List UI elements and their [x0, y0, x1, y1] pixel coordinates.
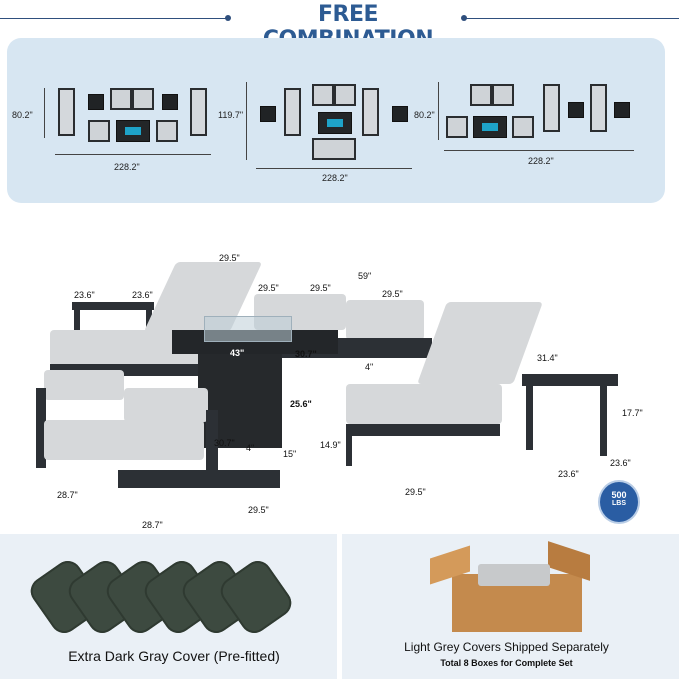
- side-table-module: [568, 102, 584, 118]
- dim-side-table-right-b: 23.6": [610, 458, 631, 468]
- dim-lounger-seat-height: 14.9": [320, 440, 341, 450]
- chair-module: [512, 116, 534, 138]
- dim-chair-height: 30.7": [214, 438, 235, 448]
- combo-1-width: 228.2": [114, 162, 140, 172]
- fire-table-module: [116, 120, 150, 142]
- right-side-table-leg: [600, 386, 607, 456]
- dim-chair-leg: 4": [246, 443, 255, 453]
- sofa-seat-module: [470, 84, 492, 106]
- combo-1-width-rule: [55, 154, 211, 155]
- header-dot-left: [225, 15, 231, 21]
- dim-fire-table-width: 30.7": [295, 349, 317, 359]
- chair-module: [156, 120, 178, 142]
- right-side-table-leg: [526, 386, 533, 450]
- side-table-module: [392, 106, 408, 122]
- dim-lounger-right-width: 29.5": [405, 487, 426, 497]
- combo-1-height: 80.2": [12, 110, 33, 120]
- chair-seat: [44, 420, 204, 460]
- weight-capacity-value: 500: [611, 490, 627, 500]
- combo-1-height-rule: [44, 88, 45, 138]
- chair-right-arm: [206, 410, 218, 488]
- left-side-table-leg: [74, 308, 80, 342]
- sofa-back-cushion-right: [346, 300, 424, 340]
- left-side-table: [72, 302, 154, 310]
- right-lounger-frame: [346, 424, 500, 436]
- shipping-caption: Light Grey Covers Shipped Separately: [404, 640, 609, 654]
- combo-3-height-rule: [438, 82, 439, 140]
- side-table-module: [614, 102, 630, 118]
- cover-caption: Extra Dark Gray Cover (Pre-fitted): [68, 648, 280, 664]
- fire-table-module: [318, 112, 352, 134]
- dim-side-table-left-a: 23.6": [74, 290, 95, 300]
- chair-frame-front: [118, 470, 280, 488]
- side-table-module: [162, 94, 178, 110]
- lounger-module: [543, 84, 560, 132]
- fire-table-module: [473, 116, 507, 138]
- lounger-module: [284, 88, 301, 136]
- weight-capacity-unit: LBS: [612, 500, 626, 507]
- dim-fire-table-depth: 43": [230, 348, 245, 358]
- weight-capacity-badge: 500 LBS: [598, 480, 640, 524]
- combo-2-height-rule: [246, 82, 247, 160]
- header-rule-left: [0, 18, 228, 19]
- chair-module: [312, 138, 356, 160]
- right-lounger-back: [417, 302, 543, 384]
- lounger-module: [58, 88, 75, 136]
- dim-chair-width-a: 28.7": [57, 490, 78, 500]
- right-lounger-cushion: [346, 384, 502, 424]
- dim-side-table-left-b: 23.6": [132, 290, 153, 300]
- chair-module: [88, 120, 110, 142]
- combo-3-width-rule: [444, 150, 634, 151]
- combo-2-width-rule: [256, 168, 412, 169]
- sofa-seat-module: [312, 84, 334, 106]
- dim-sofa-seat-b: 29.5": [382, 289, 403, 299]
- chair-module: [446, 116, 468, 138]
- dim-lounger-left-width: 29.5": [219, 253, 240, 263]
- right-lounger-leg: [346, 436, 352, 466]
- side-table-module: [260, 106, 276, 122]
- chair-right-back: [124, 388, 208, 422]
- sofa-seat-module: [492, 84, 514, 106]
- dim-sofa-depth: 29.5": [258, 283, 279, 293]
- combo-2-width: 228.2": [322, 173, 348, 183]
- dim-side-table-right-h: 17.7": [622, 408, 643, 418]
- lounger-module: [590, 84, 607, 132]
- fire-table-glass-guard: [204, 316, 292, 342]
- dim-fire-table-height: 25.6": [290, 399, 312, 409]
- lounger-module: [190, 88, 207, 136]
- boxes-count-caption: Total 8 Boxes for Complete Set: [440, 658, 573, 668]
- lounger-module: [362, 88, 379, 136]
- header-rule-right: [464, 18, 679, 19]
- combo-2-height: 119.7": [218, 110, 244, 120]
- sofa-seat-module: [334, 84, 356, 106]
- dim-sofa-total: 59": [358, 271, 372, 281]
- dim-sofa-seat-a: 29.5": [310, 283, 331, 293]
- chair-left-arm: [36, 388, 46, 468]
- sofa-seat-module: [110, 88, 132, 110]
- combo-3-height: 80.2": [414, 110, 435, 120]
- dim-fire-table-base: 15": [283, 449, 297, 459]
- dim-chair-depth: 29.5": [248, 505, 269, 515]
- dim-chair-width-b: 28.7": [142, 520, 163, 530]
- chair-left-back: [44, 370, 124, 400]
- folded-cover: [478, 564, 550, 586]
- sofa-seat-module: [132, 88, 154, 110]
- dim-fire-table-leg: 4": [365, 362, 374, 372]
- dim-lounger-back-height: 31.4": [537, 353, 558, 363]
- right-side-table: [522, 374, 618, 386]
- dim-side-table-right-a: 23.6": [558, 469, 579, 479]
- combo-3-width: 228.2": [528, 156, 554, 166]
- side-table-module: [88, 94, 104, 110]
